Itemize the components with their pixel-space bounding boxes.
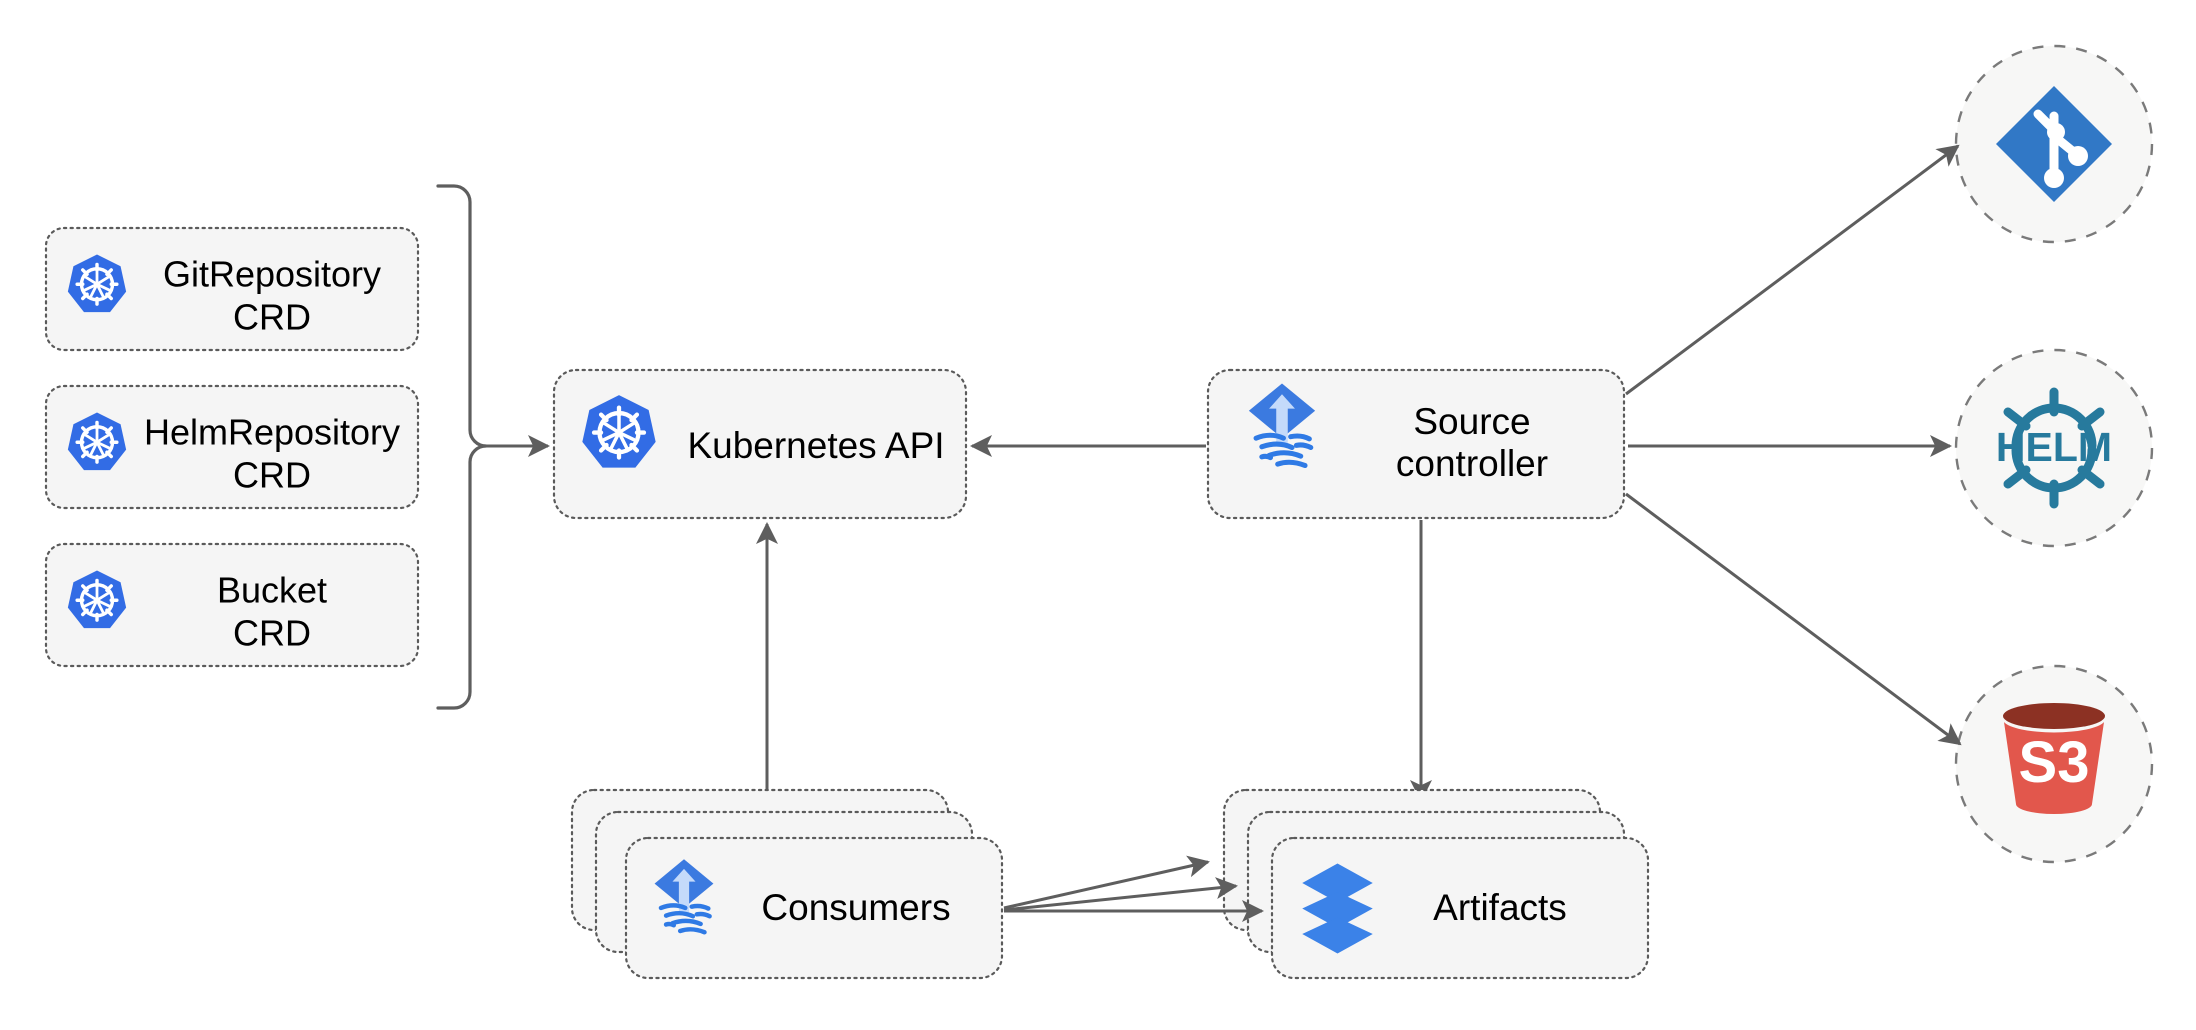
source-helm[interactable] [1954,348,2154,548]
node-consumers[interactable]: Consumers [570,788,1004,980]
node-kubernetes-api[interactable]: Kubernetes API [552,368,968,520]
edge-consumers-to-artifacts-1 [1003,855,1210,910]
crd-label-line1: GitRepository [163,254,381,295]
node-artifacts[interactable]: Artifacts [1222,788,1650,980]
edge-source-controller-to-git [1625,144,1960,396]
crd-label-line2: CRD [233,455,311,496]
crd-card-gitrepository[interactable]: GitRepository CRD [44,226,420,352]
crd-card-bucket[interactable]: Bucket CRD [44,542,420,668]
crd-label-line2: CRD [233,297,311,338]
s3-bucket-icon [2003,703,2105,814]
node-source-controller[interactable]: Source controller [1206,368,1626,520]
source-controller-label-line1: Source [1413,401,1530,442]
crd-group-bracket [436,184,488,710]
artifacts-label: Artifacts [1433,887,1567,928]
source-s3[interactable] [1954,664,2154,864]
crd-label-line1: HelmRepository [144,412,400,453]
source-controller-label-line2: controller [1396,443,1548,484]
kubernetes-api-label: Kubernetes API [687,425,944,466]
edge-source-controller-to-s3 [1625,492,1962,746]
crd-card-helmrepository[interactable]: HelmRepository CRD [44,384,420,510]
edge-consumers-to-artifacts-2 [1003,877,1238,912]
crd-label-line2: CRD [233,613,311,654]
crd-label-line1: Bucket [217,570,327,611]
source-git[interactable] [1954,44,2154,244]
consumers-label: Consumers [761,887,950,928]
crd-list: GitRepository CRD HelmRepository CRD Buc… [44,184,550,710]
